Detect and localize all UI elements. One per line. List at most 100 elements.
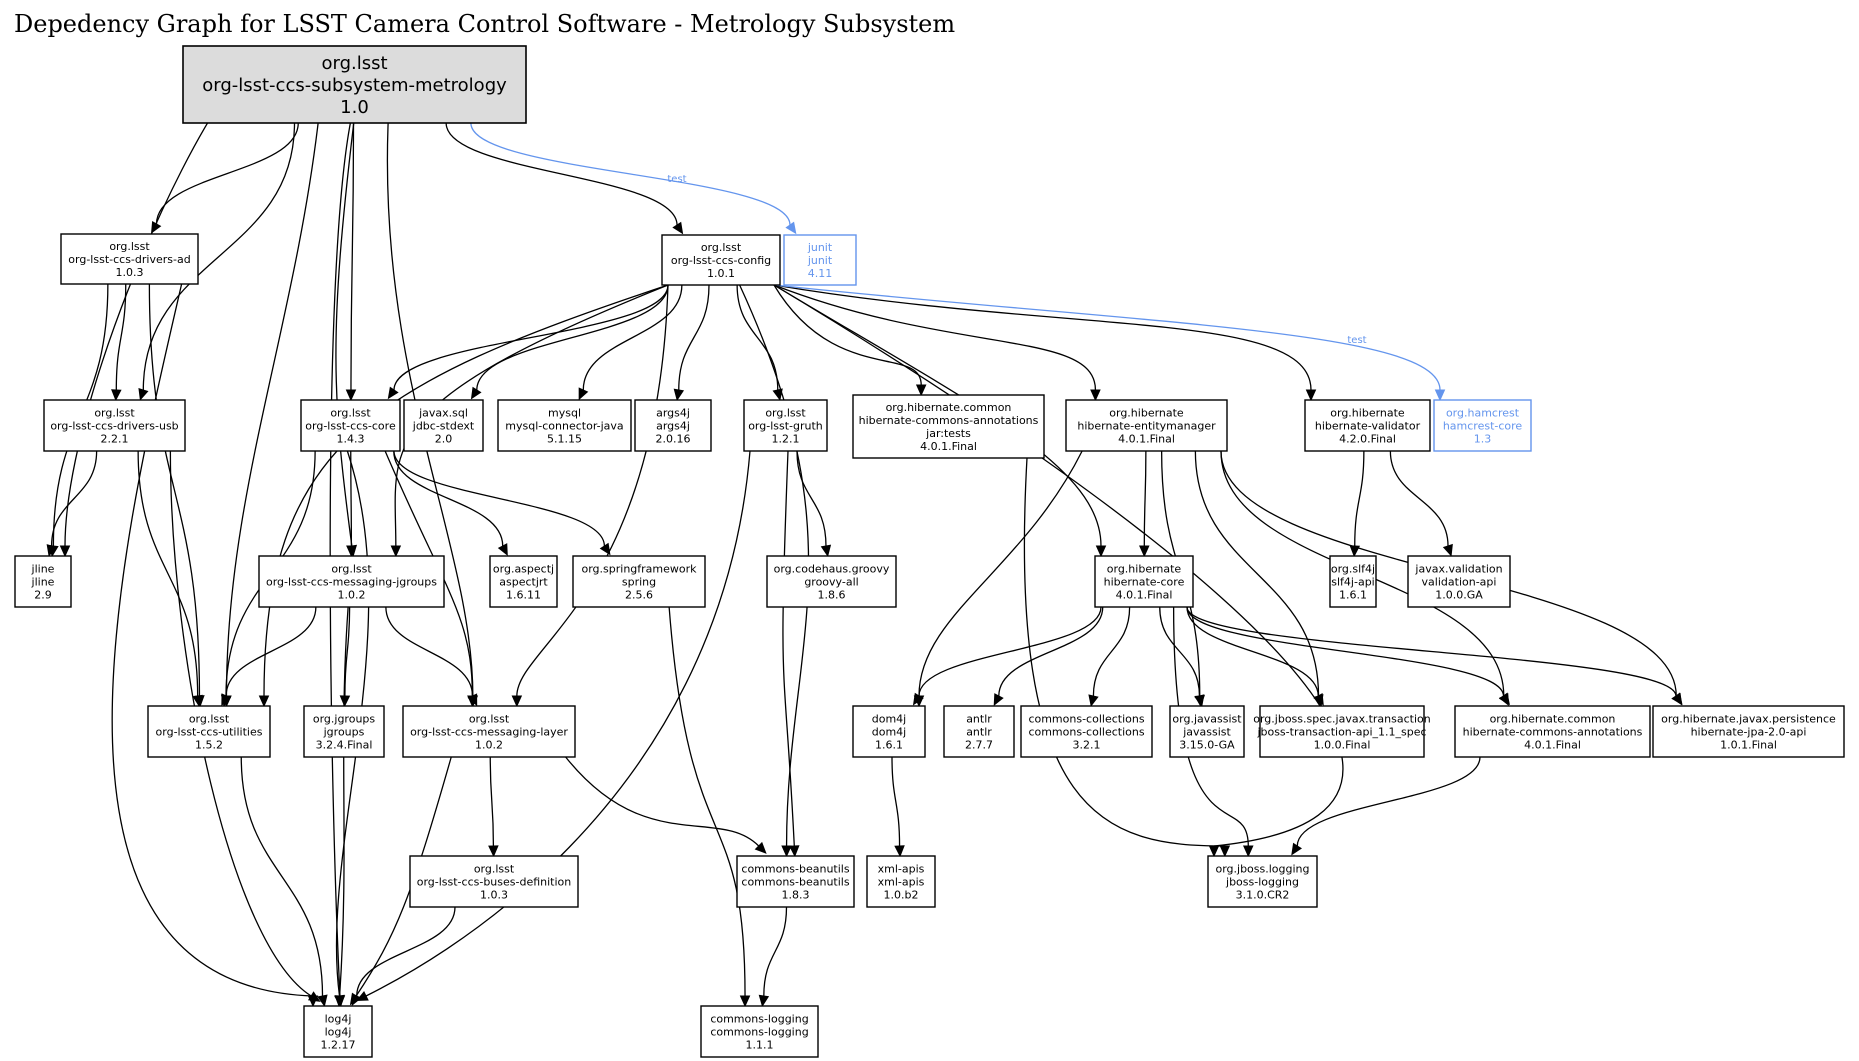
node-box (300, 399, 401, 452)
node-artifact-label: jline (31, 575, 55, 588)
edge-drivers-ad-to-drivers-usb (111, 283, 127, 402)
node-group-label: org.hibernate.common (1490, 712, 1616, 725)
node-version-label: 1.5.2 (195, 738, 223, 751)
arrowhead-icon (1208, 845, 1220, 858)
node-root[interactable]: org.lsstorg-lsst-ccs-subsystem-metrology… (182, 45, 527, 124)
arrowhead-icon (672, 221, 684, 235)
arrowhead-icon (1671, 692, 1683, 706)
edge-line (736, 284, 779, 391)
node-collections[interactable]: commons-collectionscommons-collections3.… (1020, 705, 1153, 758)
node-artifact-label: dom4j (872, 725, 906, 738)
edge-line (64, 55, 280, 547)
edge-line (50, 450, 98, 547)
node-box (402, 705, 576, 758)
arrowhead-icon (754, 841, 767, 854)
node-jta[interactable]: org.jboss.spec.javax.transactionjboss-tr… (1253, 705, 1431, 758)
node-artifact-label: hibernate-commons-annotations (859, 414, 1039, 427)
node-entitymanager[interactable]: org.hibernatehibernate-entitymanager4.0.… (1065, 399, 1228, 452)
node-artifact-label: hamcrest-core (1443, 419, 1523, 432)
node-group-label: org.javassist (1172, 712, 1242, 725)
arrowhead-icon (488, 845, 499, 858)
edge-drivers-usb-to-jline (46, 450, 98, 557)
edge-line (998, 606, 1104, 697)
node-artifact-label: org-lsst-ccs-drivers-ad (68, 253, 190, 266)
node-group-label: org.hibernate (1109, 406, 1184, 419)
node-buses[interactable]: org.lsstorg-lsst-ccs-buses-definition1.0… (409, 855, 579, 908)
node-group-label: xml-apis (878, 862, 925, 875)
node-jgroups-msg[interactable]: org.lsstorg-lsst-ccs-messaging-jgroups1.… (258, 555, 445, 608)
node-validator[interactable]: org.hibernatehibernate-validator4.2.0.Fi… (1304, 399, 1431, 452)
node-hca[interactable]: org.hibernate.commonhibernate-commons-an… (1454, 705, 1651, 758)
node-artifact-label: validation-api (1422, 575, 1497, 588)
node-jpa[interactable]: org.hibernate.javax.persistencehibernate… (1652, 705, 1845, 758)
node-group-label: org.lsst (469, 712, 510, 725)
edge-line (773, 284, 1441, 391)
edge-line (1159, 606, 1201, 697)
edge-core-to-spring (393, 450, 611, 556)
edge-config-to-utilities (258, 284, 669, 708)
node-version-label: 4.0.1.Final (1524, 738, 1581, 751)
node-artifact-label: jboss-logging (1225, 875, 1299, 888)
node-hca-tests[interactable]: org.hibernate.commonhibernate-commons-an… (852, 394, 1045, 459)
edge-hib-core-to-dom4j (912, 606, 1102, 706)
arrowhead-icon (739, 995, 751, 1008)
node-artifact-label: spring (622, 575, 656, 588)
edge-line (137, 450, 199, 697)
edge-line (773, 284, 1312, 391)
node-box (409, 855, 579, 908)
node-group-label: org.lsst (189, 712, 230, 725)
node-artifact-label: org-lsst-ccs-messaging-jgroups (266, 575, 437, 588)
node-artifact-label: xml-apis (878, 875, 925, 888)
arrowhead-icon (387, 386, 399, 400)
edge-core-to-jgroups-msg (346, 450, 357, 558)
edge-line (1354, 450, 1365, 547)
node-box (1304, 399, 1431, 452)
edge-line (1389, 450, 1449, 547)
arrowhead-icon (1243, 845, 1254, 858)
node-version-label: 3.1.0.CR2 (1236, 888, 1290, 901)
node-group-label: org.hibernate (1107, 562, 1182, 575)
node-version-label: 1.2.17 (321, 1038, 356, 1051)
edge-line (489, 756, 495, 847)
edge-line (155, 122, 299, 225)
node-msg-layer[interactable]: org.lsstorg-lsst-ccs-messaging-layer1.0.… (402, 705, 576, 758)
node-version-label: 1.0.0.Final (1314, 738, 1371, 751)
node-artifact-label: org-lsst-ccs-buses-definition (417, 875, 572, 888)
node-artifact-label: commons-collections (1028, 725, 1144, 738)
node-version-label: 1.0.b2 (884, 888, 919, 901)
arrowhead-icon (1139, 545, 1150, 558)
node-artifact-label: aspectjrt (499, 575, 548, 588)
node-box (866, 855, 936, 908)
edge-dom4j-to-xml-apis (891, 756, 905, 858)
node-group-label: org.springframework (581, 562, 697, 575)
arrowhead-icon (467, 693, 478, 707)
edge-config-to-gruth (736, 284, 783, 401)
